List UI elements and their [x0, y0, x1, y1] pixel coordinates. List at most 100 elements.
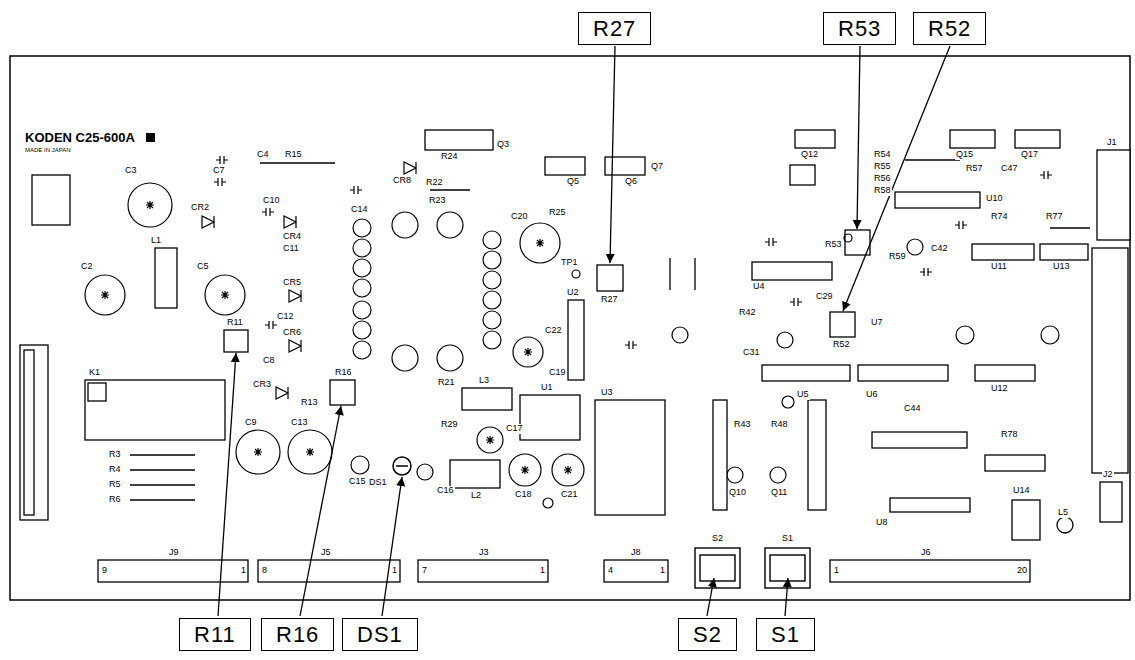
electrolytic-capacitor	[524, 348, 532, 356]
integrated-circuit	[890, 498, 970, 512]
part-label: R53	[824, 240, 843, 250]
callout-box: DS1	[342, 618, 418, 651]
component-body	[520, 395, 580, 440]
capacitor-symbol	[790, 298, 802, 306]
component-body	[1057, 517, 1073, 533]
part-label: C42	[930, 244, 949, 254]
part-label: U14	[1012, 486, 1031, 496]
part-label: R5	[108, 480, 122, 490]
part-label: 20	[1016, 566, 1028, 576]
part-label: CR4	[282, 232, 302, 242]
leader-line	[610, 46, 615, 263]
part-label: MADE IN JAPAN	[24, 147, 72, 154]
part-label: R54	[873, 150, 892, 160]
integrated-circuit	[872, 432, 967, 448]
part-label: R57	[965, 164, 984, 174]
part-label: J8	[630, 548, 642, 558]
transistor-outline	[727, 467, 743, 483]
resistor-line	[130, 454, 195, 455]
component-body	[830, 312, 855, 337]
electrolytic-capacitor	[306, 448, 314, 456]
part-label: R3	[108, 450, 122, 460]
diode-symbol	[289, 290, 301, 302]
board-outline	[10, 56, 1130, 600]
part-label: CR2	[190, 203, 210, 213]
integrated-circuit	[985, 455, 1045, 471]
small-capacitor	[543, 498, 553, 508]
component-body	[450, 460, 500, 488]
part-label: C10	[262, 196, 281, 206]
part-label: J1	[1106, 138, 1118, 148]
part-label: U11	[990, 262, 1008, 272]
electrolytic-capacitor	[128, 183, 172, 227]
part-label: C14	[350, 205, 369, 215]
part-label: 7	[421, 566, 428, 576]
transistor-outline	[727, 396, 794, 483]
integrated-circuit	[972, 244, 1034, 260]
mounting-hole	[483, 311, 501, 329]
part-label: C18	[514, 490, 533, 500]
small-capacitor	[956, 326, 974, 344]
part-label: R13	[300, 398, 319, 408]
capacitor-symbol	[214, 178, 226, 186]
small-capacitor	[417, 464, 433, 480]
part-label: 8	[261, 566, 268, 576]
mounting-hole	[353, 239, 371, 257]
transistor-outline	[770, 467, 786, 483]
part-label: CR5	[282, 278, 302, 288]
mounting-hole	[353, 301, 371, 319]
board-outline	[10, 56, 1130, 600]
part-label: R21	[437, 378, 456, 388]
callout-label: R11	[194, 621, 236, 648]
electrolytic-capacitor	[486, 436, 494, 444]
switch-body	[700, 555, 735, 581]
electrolytic-capacitor	[513, 337, 543, 367]
mounting-hole	[437, 345, 463, 371]
capacitor-symbol	[262, 208, 274, 216]
logo-mark	[146, 133, 155, 142]
electrolytic-capacitor	[205, 275, 245, 315]
connector-body	[98, 560, 1030, 582]
test-point	[572, 270, 580, 278]
part-label: J5	[320, 548, 332, 558]
callout-box: R16	[261, 618, 334, 651]
diode-symbol	[289, 340, 301, 352]
component-body	[1012, 500, 1040, 540]
electrolytic-capacitor	[552, 454, 584, 486]
part-label: DS1	[368, 478, 388, 488]
part-label: C7	[212, 166, 226, 176]
component-body	[845, 230, 870, 255]
part-label: C22	[544, 326, 563, 336]
part-label: TP1	[560, 258, 579, 268]
resistor-line	[694, 258, 695, 290]
led-outline	[393, 457, 411, 475]
part-label: R29	[440, 420, 459, 430]
component-body	[790, 165, 815, 185]
small-capacitor	[672, 327, 688, 343]
small-capacitor	[907, 239, 923, 255]
part-label: C29	[815, 292, 834, 302]
integrated-circuit	[752, 192, 1088, 512]
connector-body	[604, 560, 668, 582]
part-label: S1	[781, 534, 794, 544]
part-label: K1	[88, 368, 101, 378]
part-label: Q12	[800, 150, 819, 160]
component-body	[224, 330, 248, 352]
component-body	[1100, 482, 1122, 522]
part-label: R77	[1045, 212, 1064, 222]
capacitor-symbol	[216, 156, 228, 164]
resistor-line	[130, 469, 195, 470]
part-label: R42	[738, 308, 757, 318]
part-label: R25	[548, 208, 567, 218]
resistor-line	[130, 160, 1090, 500]
capacitor-symbol	[1040, 171, 1052, 179]
component-body	[950, 130, 995, 148]
mounting-hole	[353, 321, 371, 339]
part-label: Q3	[496, 140, 510, 150]
leader-line	[707, 578, 714, 616]
part-label: C47	[1000, 164, 1019, 174]
mounting-hole	[437, 212, 463, 238]
integrated-circuit	[858, 365, 948, 381]
